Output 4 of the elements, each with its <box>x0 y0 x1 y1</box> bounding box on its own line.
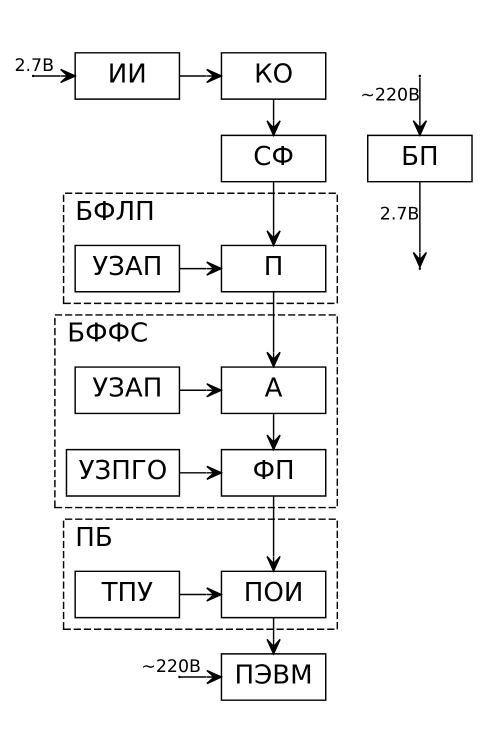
edge-label: 2.7В <box>14 56 54 76</box>
edge-label: 2.7В <box>380 204 420 225</box>
edge-label: ~220В <box>360 86 420 106</box>
edge-label: ~220В <box>141 657 201 678</box>
